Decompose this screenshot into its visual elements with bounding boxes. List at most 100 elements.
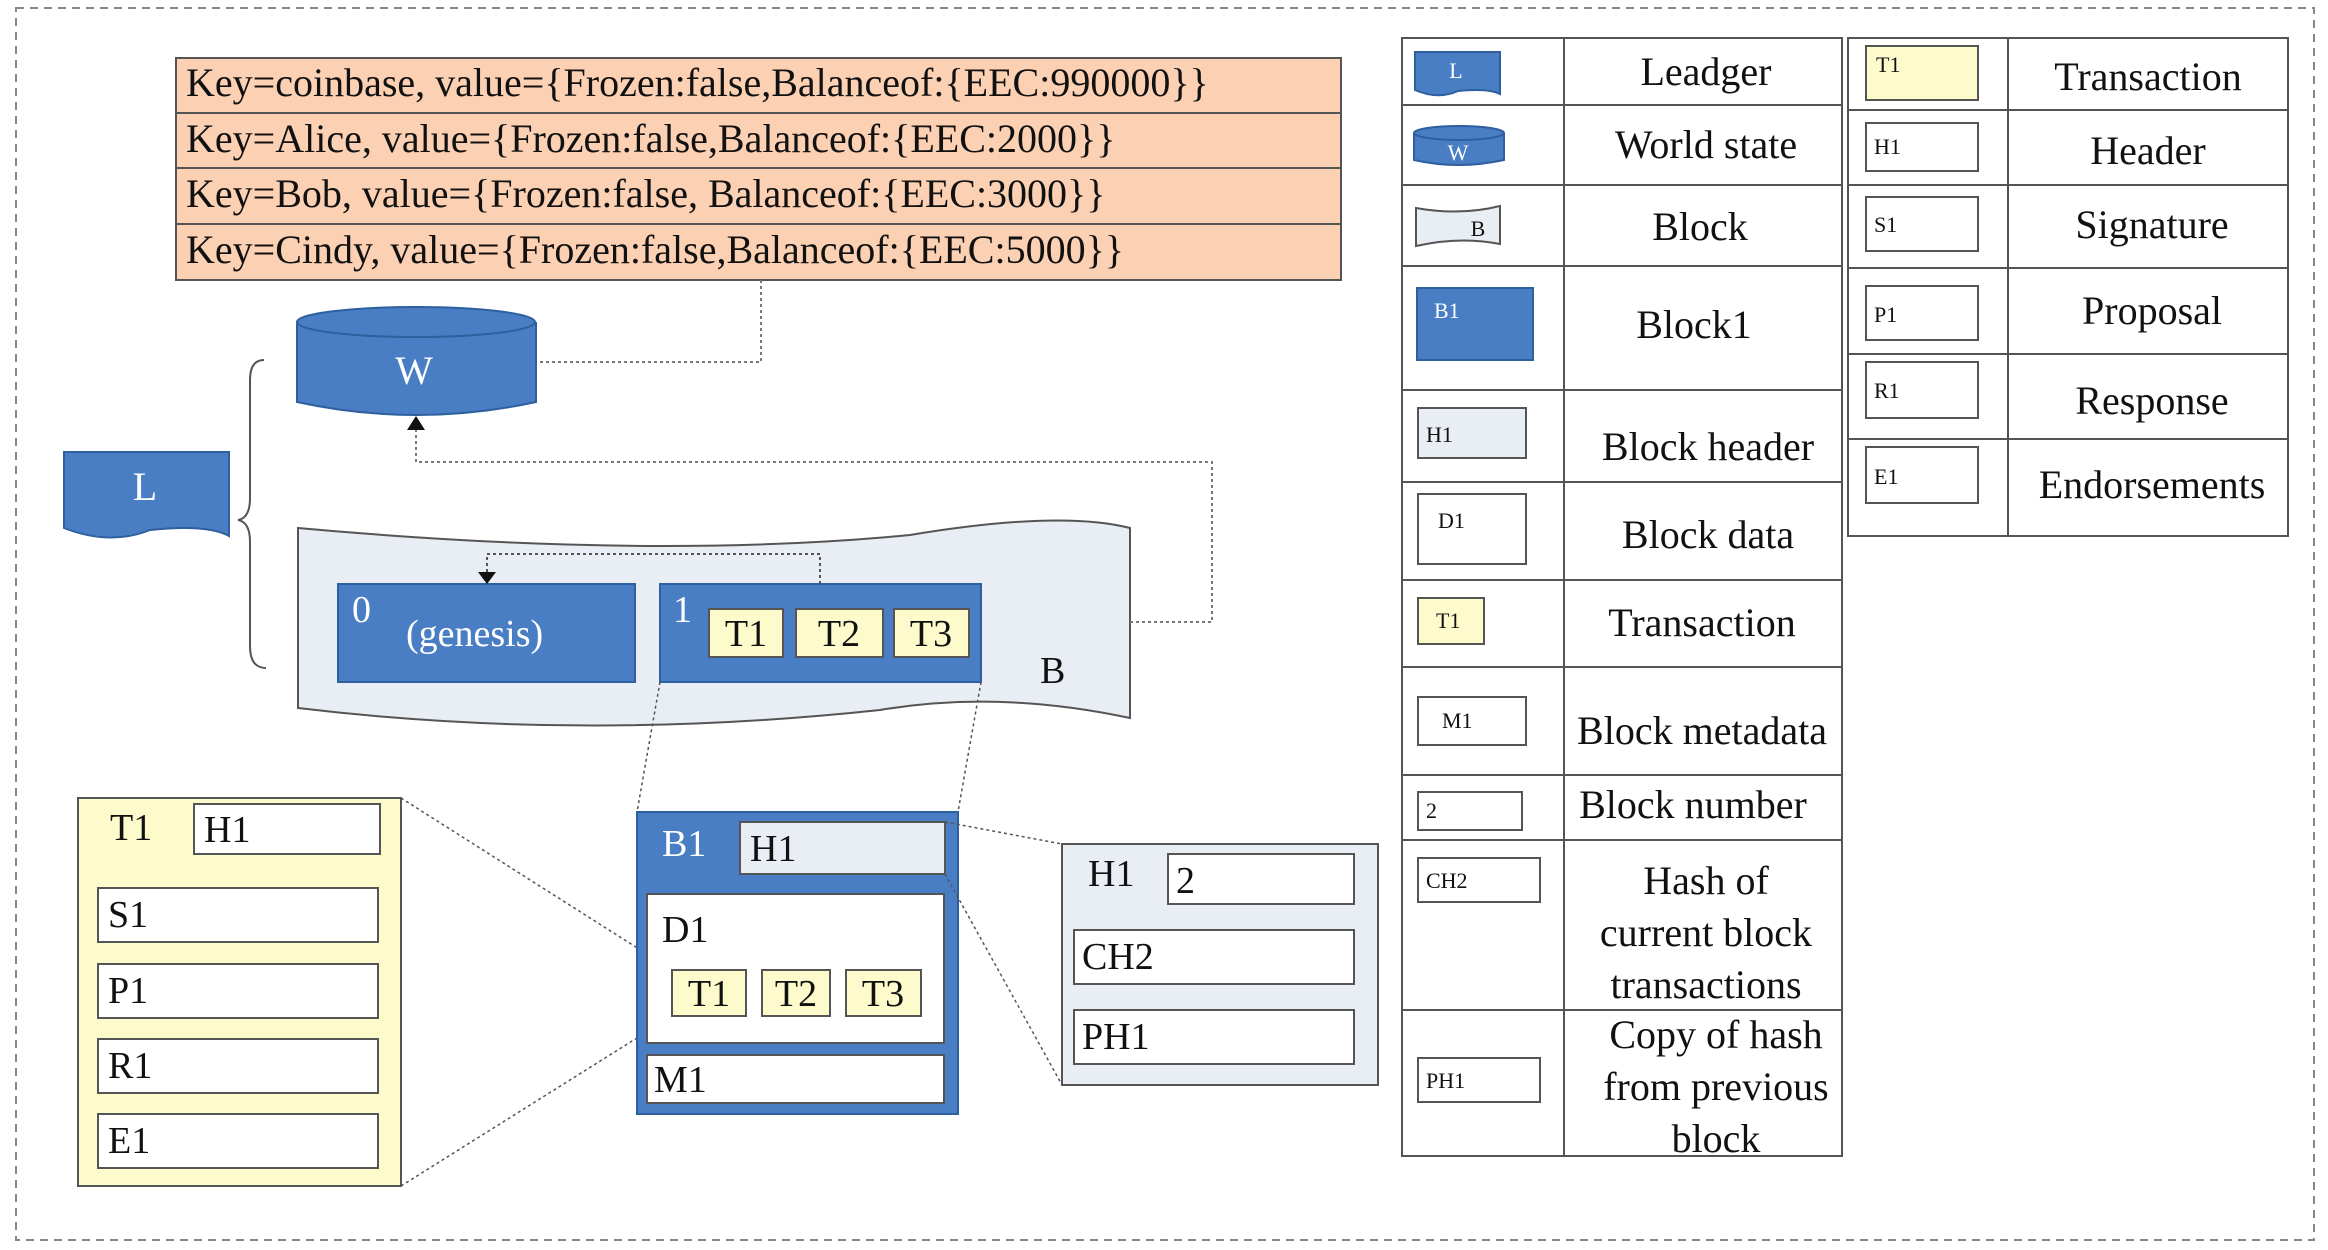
legend-transaction-symbol: T1 — [1436, 608, 1460, 633]
legend-block-metadata-symbol: M1 — [1442, 708, 1473, 733]
legend-right-transaction-symbol: T1 — [1876, 52, 1900, 77]
block-1-number: 1 — [673, 589, 692, 631]
legend-right-header-symbol: H1 — [1874, 134, 1901, 159]
legend-previous-hash-icon — [1417, 1057, 1541, 1103]
header-detail-previous-hash: PH1 — [1082, 1016, 1150, 1058]
block-detail-title: B1 — [662, 823, 706, 865]
legend-world-state-icon — [1413, 125, 1505, 166]
legend-world-state-label: World state — [1615, 122, 1797, 167]
legend-block-metadata-icon — [1417, 696, 1527, 746]
genesis-label: (genesis) — [406, 613, 543, 655]
legend-table-left: L Leadger W World state B Block B1 Block… — [1401, 37, 1843, 1161]
legend-table-right: T1 Transaction H1 Header S1 Signature P1… — [1847, 37, 2289, 537]
header-detail-title: H1 — [1088, 853, 1134, 895]
header-zoom-line-bottom — [944, 873, 1063, 1086]
legend-block-data-symbol: D1 — [1438, 508, 1465, 533]
legend-right-signature-label: Signature — [2075, 202, 2228, 247]
world-state-entry-bob: Key=Bob, value={Frozen:false, Balanceof:… — [186, 171, 1105, 216]
legend-block-header-symbol: H1 — [1426, 422, 1453, 447]
ledger-label: L — [133, 464, 157, 509]
legend-previous-hash-label-line2: from previous — [1603, 1064, 1829, 1109]
block-detail-panel: B1 H1 D1 T1 T2 T3 M1 — [636, 811, 959, 1115]
world-state-label: W — [395, 348, 433, 393]
transaction-detail-header: H1 — [204, 809, 250, 851]
genesis-block: 0 (genesis) — [337, 583, 636, 683]
world-state-cylinder-icon: W — [296, 306, 537, 416]
legend-right-proposal-icon — [1865, 285, 1979, 341]
legend-current-hash-icon — [1417, 857, 1541, 903]
block-detail-metadata: M1 — [654, 1059, 707, 1101]
transaction-detail-proposal: P1 — [108, 970, 148, 1012]
block-label: B — [1040, 650, 1065, 692]
transaction-zoom-line-top — [400, 797, 673, 971]
legend-ledger-icon — [1414, 51, 1501, 97]
block-1: 1 T1 T2 T3 — [659, 583, 982, 683]
legend-block1-icon — [1416, 287, 1534, 361]
header-detail-panel: H1 2 CH2 PH1 — [1061, 843, 1379, 1086]
block-detail-transaction-2: T2 — [775, 973, 817, 1015]
legend-previous-hash-label-line3: block — [1672, 1116, 1761, 1161]
zoom-line-right — [957, 681, 982, 813]
legend-right-endorsements-label: Endorsements — [2039, 462, 2266, 507]
transaction-detail-response: R1 — [108, 1045, 152, 1087]
zoom-line-left — [636, 681, 661, 813]
transaction-detail-endorsements: E1 — [108, 1120, 150, 1162]
legend-right-endorsements-symbol: E1 — [1874, 464, 1898, 489]
legend-block1-symbol: B1 — [1434, 298, 1460, 323]
legend-block-data-icon — [1417, 493, 1527, 565]
legend-right-signature-icon — [1865, 196, 1979, 252]
transaction-detail-panel: T1 H1 S1 P1 R1 E1 — [77, 797, 402, 1187]
transaction-zoom-line-bottom — [400, 1015, 673, 1187]
legend-block-data-label: Block data — [1622, 512, 1794, 557]
table-to-world-state-connector — [536, 280, 762, 363]
ledger-document-icon: L — [63, 451, 230, 539]
legend-ledger-symbol: L — [1449, 58, 1462, 83]
legend-block1-label: Block1 — [1636, 302, 1752, 347]
header-detail-block-number: 2 — [1176, 860, 1195, 902]
legend-block-number-icon — [1417, 791, 1523, 831]
world-state-entry-alice: Key=Alice, value={Frozen:false,Balanceof… — [186, 116, 1115, 161]
genesis-number: 0 — [352, 589, 371, 631]
ledger-brace — [237, 359, 267, 669]
block-1-transaction-1: T1 — [725, 613, 767, 655]
legend-right-response-label: Response — [2075, 378, 2228, 423]
world-state-table: Key=coinbase, value={Frozen:false,Balanc… — [175, 57, 1342, 281]
block-detail-data-label: D1 — [662, 909, 708, 951]
legend-block-symbol: B — [1471, 216, 1486, 241]
legend-transaction-icon — [1417, 597, 1485, 645]
world-state-entry-coinbase: Key=coinbase, value={Frozen:false,Balanc… — [186, 60, 1209, 105]
legend-right-proposal-label: Proposal — [2082, 288, 2222, 333]
legend-right-transaction-icon — [1865, 45, 1979, 101]
legend-previous-hash-symbol: PH1 — [1426, 1068, 1465, 1093]
legend-block-icon — [1415, 204, 1501, 248]
legend-world-state-symbol: W — [1448, 140, 1469, 165]
block-detail-header: H1 — [750, 828, 796, 870]
legend-current-hash-label-line2: current block — [1600, 910, 1812, 955]
legend-transaction-label: Transaction — [1608, 600, 1795, 645]
legend-right-response-symbol: R1 — [1874, 378, 1900, 403]
legend-current-hash-label-line1: Hash of — [1643, 858, 1769, 903]
block-detail-transaction-1: T1 — [688, 973, 730, 1015]
legend-block-metadata-label: Block metadata — [1577, 708, 1827, 753]
legend-block-header-icon — [1417, 407, 1527, 459]
block-1-transaction-3: T3 — [910, 613, 952, 655]
header-detail-current-hash: CH2 — [1082, 936, 1154, 978]
legend-right-header-label: Header — [2090, 128, 2205, 173]
world-state-entry-cindy: Key=Cindy, value={Frozen:false,Balanceof… — [186, 227, 1124, 272]
legend-right-response-icon — [1865, 361, 1979, 419]
legend-right-transaction-label: Transaction — [2054, 54, 2241, 99]
legend-right-endorsements-icon — [1865, 446, 1979, 504]
header-zoom-line-top — [944, 821, 1063, 845]
block-1-transaction-2: T2 — [818, 613, 860, 655]
legend-block-number-label: Block number — [1579, 782, 1807, 827]
legend-current-hash-label-line3: transactions — [1610, 962, 1801, 1007]
legend-right-proposal-symbol: P1 — [1874, 302, 1897, 327]
legend-block-header-label: Block header — [1602, 424, 1814, 469]
legend-current-hash-symbol: CH2 — [1426, 868, 1468, 893]
transaction-detail-signature: S1 — [108, 894, 148, 936]
legend-right-signature-symbol: S1 — [1874, 212, 1897, 237]
legend-ledger-label: Leadger — [1640, 49, 1771, 94]
block-to-world-state-link — [415, 430, 1213, 623]
block-1-to-genesis-link — [486, 553, 821, 584]
